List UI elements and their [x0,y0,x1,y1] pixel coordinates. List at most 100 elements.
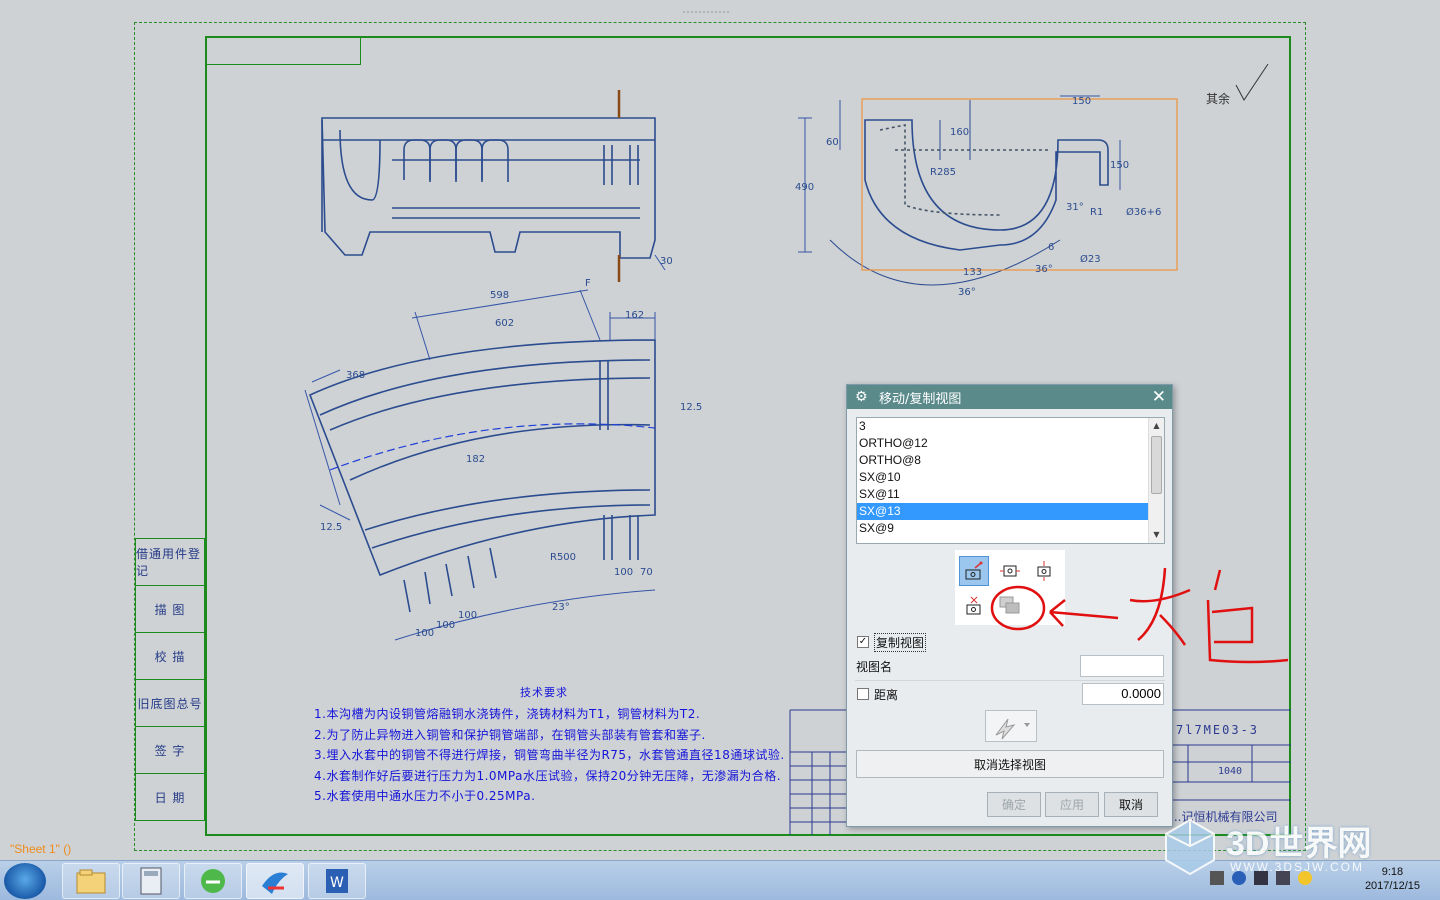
dialog-header[interactable]: ⚙ 移动/复制视图 ✕ [847,385,1172,409]
copy-view-row[interactable]: ✓ 复制视图 [847,629,1172,655]
svg-text:100: 100 [614,567,633,578]
svg-text:150: 150 [1072,96,1091,107]
distance-input[interactable]: 0.0000 [1082,683,1164,705]
svg-text:R1: R1 [1090,207,1103,218]
svg-text:490: 490 [795,182,814,193]
side-view-outline [864,119,1109,251]
move-perpendicular-icon[interactable] [959,590,989,620]
list-item[interactable]: ORTHO@8 [859,453,921,467]
move-vertical-icon[interactable] [1029,556,1059,586]
svg-text:150: 150 [1110,160,1129,171]
svg-text:Ø23: Ø23 [1080,253,1101,265]
drawing-frame [205,36,1291,836]
svg-text:36°: 36° [1035,264,1053,275]
scroll-up-icon[interactable]: ▲ [1153,421,1160,430]
list-item[interactable]: SX@10 [859,470,901,484]
word-icon[interactable]: W [308,863,366,899]
explorer-icon[interactable] [62,863,120,899]
view-name-row: 视图名 [847,653,1172,679]
svg-text:12.5: 12.5 [320,522,342,533]
volume-icon[interactable] [1276,871,1290,885]
keyboard-icon[interactable] [1210,871,1224,885]
scroll-thumb[interactable] [1151,436,1162,494]
distance-row[interactable]: 距离 [847,681,1172,707]
watermark: 3D世界网 WWW.3DSJW.COM [1156,812,1426,892]
annotation-glyph-2 [1206,569,1289,664]
svg-text:162: 162 [625,310,644,321]
svg-text:23°: 23° [552,602,570,613]
svg-text:100: 100 [458,610,477,621]
svg-text:12.5: 12.5 [680,402,702,413]
svg-text:30: 30 [660,256,673,267]
svg-text:R285: R285 [930,167,956,178]
annotation-arrow [1049,599,1119,627]
chevron-down-icon [1024,723,1030,727]
calculator-icon[interactable] [122,863,180,899]
annotation-circle [990,585,1046,631]
drawing-number: 7l7ME03-3 [1176,723,1260,737]
svg-text:31°: 31° [1066,202,1084,213]
ok-button[interactable]: 确定 [987,792,1041,817]
list-scrollbar[interactable]: ▲ ▼ [1148,418,1164,543]
help-icon[interactable] [1232,871,1246,885]
gear-icon[interactable]: ⚙ [855,389,868,405]
cancel-selection-button[interactable]: 取消选择视图 [856,750,1164,778]
browser-icon[interactable] [184,863,242,899]
system-tray [1210,871,1312,885]
view-name-label: 视图名 [856,659,893,674]
sheet-label[interactable]: "Sheet 1" () [10,842,72,856]
cad-drawing: 598 602 162 368 182 R500 100 70 100 100 … [304,63,1291,835]
svg-text:60: 60 [826,137,839,148]
cube-logo-icon [1165,818,1215,876]
nx-icon[interactable] [246,863,304,899]
tech-line: 3.埋入水套中的铜管不得进行焊接，铜管弯曲半径为R75，水套管通直径18通球试验… [314,748,785,762]
security-icon[interactable] [1298,871,1312,885]
move-horizontal-icon[interactable] [995,556,1025,586]
separator [855,680,1165,681]
distance-label: 距离 [874,687,899,702]
scroll-down-icon[interactable]: ▼ [1153,530,1160,539]
list-item[interactable]: SX@9 [859,521,894,535]
view-name-input[interactable] [1080,655,1164,677]
cancel-button[interactable]: 取消 [1104,792,1158,817]
list-item[interactable]: 3 [859,419,866,433]
company-name: ...记恒机械有限公司 [1170,810,1278,824]
svg-text:70: 70 [640,567,653,578]
vector-method-dropdown[interactable] [985,710,1037,742]
distance-checkbox[interactable] [857,688,869,700]
surface-finish-icon [1235,63,1269,101]
svg-text:36°: 36° [958,287,976,298]
selected-view-box[interactable] [861,98,1178,271]
svg-text:602: 602 [495,318,514,329]
network-icon[interactable] [1254,871,1268,885]
drawing-canvas[interactable]: 借通用件登记 描 图 校 描 旧底图总号 签 字 日 期 [0,0,1440,860]
move-to-point-icon[interactable] [959,556,989,586]
top-left-code-box [205,36,361,65]
start-button[interactable] [4,863,46,899]
svg-text:R500: R500 [550,552,576,563]
watermark-text: 3D世界网 [1226,825,1372,863]
view-list[interactable]: 3 ORTHO@12 ORTHO@8 SX@10 SX@11 SX@13 SX@… [856,417,1165,544]
tech-line: 5.水套使用中通水压力不小于0.25MPa. [314,789,536,803]
close-icon[interactable]: ✕ [1151,387,1166,407]
side-label-5: 日 期 [135,773,205,821]
panel-drag-grip[interactable] [680,0,760,13]
svg-text:F: F [585,278,591,289]
svg-text:100: 100 [415,628,434,639]
dim-text: 598 [490,290,509,301]
title-block-number: 1040 [1218,766,1243,777]
list-item[interactable]: ORTHO@12 [859,436,928,450]
annotation-text: 灰色 [990,560,992,561]
copy-view-label: 复制视图 [874,632,927,652]
technical-requirements: 技术要求 1.本沟槽为内设铜管熔融铜水浇铸件，浇铸材料为T1，铜管材料为T2. … [314,684,785,807]
clock-date: 2017/12/15 [1364,880,1420,892]
svg-text:6: 6 [1048,242,1054,253]
clock[interactable]: 9:18 2017/12/15 [1365,865,1420,893]
apply-button[interactable]: 应用 [1045,792,1099,817]
svg-text:W: W [330,875,344,891]
svg-text:133: 133 [963,267,982,278]
dialog-title: 移动/复制视图 [879,391,962,407]
list-item[interactable]: SX@11 [859,487,900,501]
list-item-selected[interactable]: SX@13 [857,503,1164,520]
copy-view-checkbox[interactable]: ✓ [857,636,869,648]
